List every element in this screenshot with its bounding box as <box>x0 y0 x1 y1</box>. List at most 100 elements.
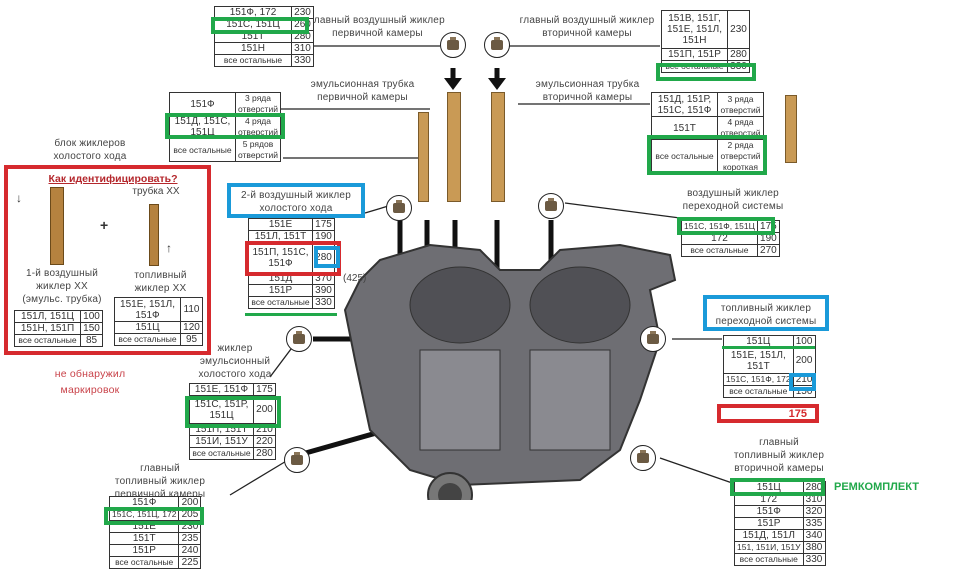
cell-model: все остальные <box>214 54 292 67</box>
cell-model: все остальные <box>734 553 804 566</box>
cell-model: 151С, 151Ф, 151Ц <box>681 220 758 233</box>
cell-model: 151И, 151У <box>189 435 254 448</box>
cell-value: 95 <box>180 333 203 346</box>
plus-sign: + <box>100 217 109 233</box>
cell-value: 280 <box>802 481 826 494</box>
caption-line: первичной камеры <box>332 28 423 39</box>
cell-value: 280 <box>727 48 750 61</box>
cell-model: 151Л, 151Т <box>248 230 313 243</box>
caption-line: 1-й воздушный <box>25 268 99 279</box>
cell-value: 3 ряда отверстий <box>235 92 281 116</box>
caption-line: жиклер <box>217 343 253 354</box>
cell-value: 205 <box>178 508 202 521</box>
caption-line: блок жиклеров <box>54 138 126 149</box>
cell-value: 235 <box>178 532 202 545</box>
cell-value: 390 <box>312 284 335 297</box>
caption-line: эмульсионная трубка <box>535 79 640 90</box>
cell-value: 230 <box>178 520 202 533</box>
caption-line: главный <box>140 463 180 474</box>
arrow-up-icon: ↑ <box>166 241 172 255</box>
idle-air-jet-image <box>50 187 64 265</box>
idle-fuel-tube-image <box>149 204 159 266</box>
caption-line: вторичной камеры <box>734 463 824 474</box>
cell-value: 270 <box>756 244 780 257</box>
cell-model: 172 <box>681 232 758 245</box>
cell-value: 330 <box>727 60 750 73</box>
cell-model: 151Д, 151С, 151Ц <box>169 115 236 139</box>
transition-air-jet-icon <box>538 193 564 219</box>
main-fuel-jet-secondary-icon <box>630 445 656 471</box>
caption-line: жиклер ХХ <box>134 283 187 294</box>
cell-value: 3 ряда отверстий <box>717 92 764 117</box>
caption-line: жиклер ХХ <box>36 281 88 292</box>
cell-model: все остальные <box>14 334 81 347</box>
cell-model: 151Р <box>734 517 804 530</box>
cell-value: 200 <box>253 395 276 424</box>
identify-title: Как идентифицировать? <box>48 173 178 185</box>
cell-model: 151Т <box>108 532 180 545</box>
idle-emulsion-caption: жиклер эмульсионный холостого хода <box>180 342 290 381</box>
caption-line: вторичной камеры <box>542 28 632 39</box>
caption-line: первичной камеры <box>317 92 408 103</box>
cell-value: 175 <box>756 220 780 233</box>
cell-value: 150 <box>80 322 103 335</box>
caption-line: топливный жиклер <box>733 450 825 461</box>
cell-value: 100 <box>80 310 103 323</box>
cell-model: 151С, 151Р, 151Ц <box>189 395 254 424</box>
cell-model: 151Ф, 172 <box>214 6 292 19</box>
cell-value: 280 <box>291 30 314 43</box>
cell-value: 4 ряда отверстий <box>235 115 281 139</box>
cell-model: 151Ц <box>734 481 804 494</box>
cell-model: 151, 151И, 151У <box>734 541 804 554</box>
cell-value: 330 <box>291 54 314 67</box>
caption-line: переходной системы <box>715 316 817 327</box>
caption-line: главный <box>759 437 799 448</box>
idle-emulsion-jet-icon <box>286 326 312 352</box>
caption-line: первичной камеры <box>114 489 206 500</box>
cell-model: 151В, 151Г, 151Е, 151Л, 151Н <box>661 10 728 49</box>
cell-model: 151Т <box>214 30 292 43</box>
tube-label: трубка ХХ <box>132 186 180 197</box>
caption-line: (эмульс. трубка) <box>22 294 102 305</box>
idle-air-2-caption: 2-й воздушный жиклер холостого хода <box>227 183 365 218</box>
caption-line: эмульсионный <box>199 356 271 367</box>
caption-line: холостого хода <box>198 369 272 380</box>
cell-model: 151Н, 151П <box>14 322 81 335</box>
cell-value: 320 <box>802 505 826 518</box>
cell-model: 151Е <box>248 218 313 231</box>
cell-model: 172 <box>734 493 804 506</box>
idle-tube-image <box>418 112 429 202</box>
cell-model: 151Е, 151Л, 151Ф <box>114 297 181 322</box>
cell-value: 280 <box>312 242 335 273</box>
transition-fuel-note: 175 <box>717 404 819 423</box>
idle-fuel-label: топливный жиклер ХХ <box>118 269 203 295</box>
cell-value: 330 <box>802 553 826 566</box>
cell-model: 151Д, 151Л <box>734 529 804 542</box>
